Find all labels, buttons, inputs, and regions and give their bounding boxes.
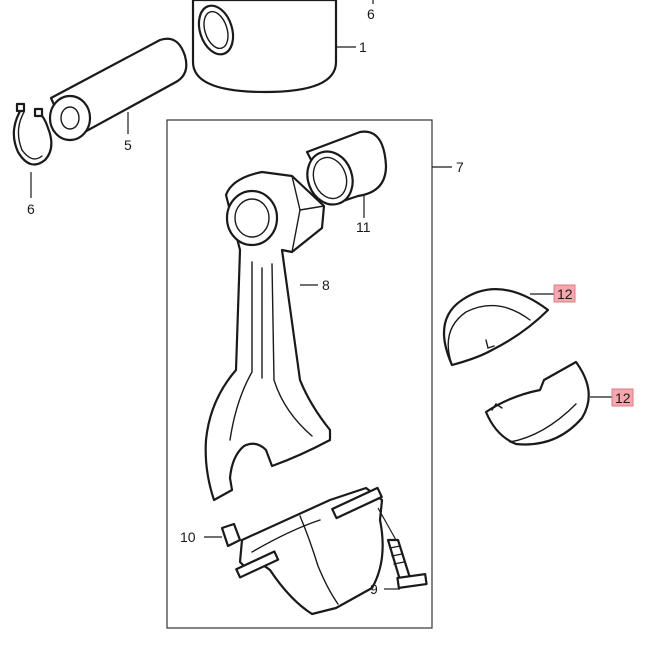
piston-pin[interactable] <box>48 37 188 142</box>
bearing-shell-lower[interactable] <box>484 360 590 446</box>
dowel-sleeve[interactable] <box>220 522 242 548</box>
connecting-rod-cap[interactable] <box>235 486 384 616</box>
rod-bolt[interactable] <box>386 538 428 589</box>
callout-7[interactable]: 7 <box>456 159 464 175</box>
callout-5[interactable]: 5 <box>124 137 132 153</box>
circlip[interactable] <box>12 102 53 166</box>
piston[interactable] <box>191 0 338 94</box>
small-end-bushing[interactable] <box>300 130 388 211</box>
callout-10[interactable]: 10 <box>180 529 196 545</box>
bearing-shell-upper[interactable] <box>442 288 550 367</box>
callout-11[interactable]: 11 <box>356 219 371 235</box>
callout-9[interactable]: 9 <box>370 581 378 597</box>
connecting-rod[interactable] <box>204 170 332 502</box>
callout-12-upper[interactable]: 12 <box>557 286 573 302</box>
callout-6-top[interactable]: 6 <box>367 6 375 22</box>
callout-8[interactable]: 8 <box>322 277 330 293</box>
assembly-frame <box>166 119 433 629</box>
callout-1[interactable]: 1 <box>359 39 367 55</box>
callout-6-left[interactable]: 6 <box>27 201 35 217</box>
callout-12-lower[interactable]: 12 <box>615 390 631 406</box>
callout-12-lower-highlight <box>611 388 634 407</box>
callout-12-upper-highlight <box>553 284 576 303</box>
